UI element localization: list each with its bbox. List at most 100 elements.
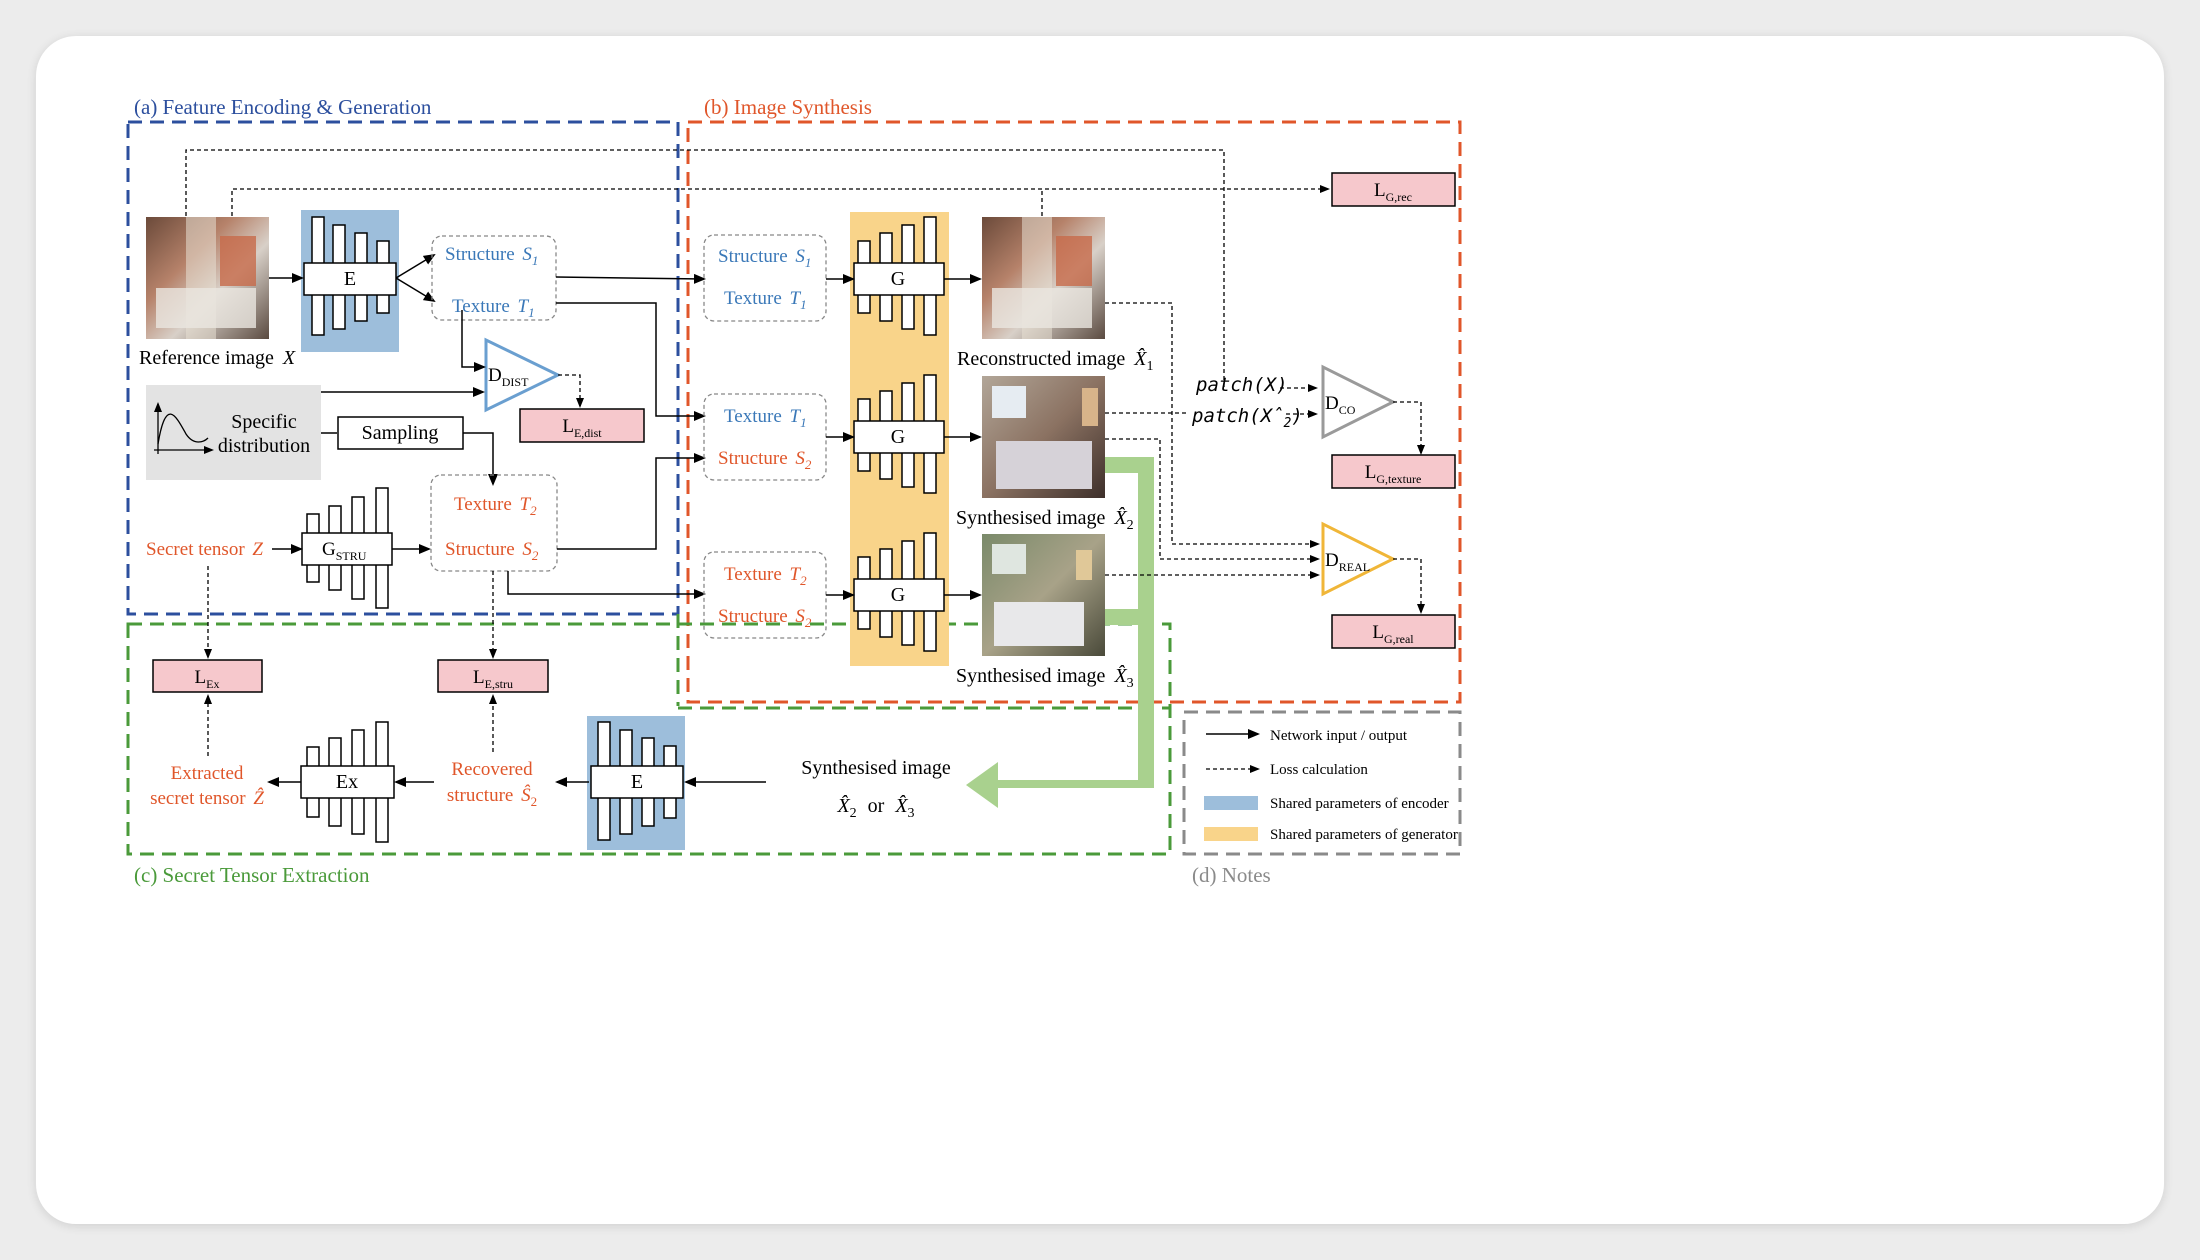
svg-text:LE,stru: LE,stru (473, 667, 513, 691)
svg-text:LE,dist: LE,dist (562, 416, 602, 440)
feature-b1-t: T (790, 288, 802, 309)
loss-g-real-box (1331, 614, 1456, 649)
recovered-symbol: Ŝ (521, 784, 531, 806)
feature-a-texture: Texture (452, 296, 510, 317)
feature-b3-structure: Structure (718, 606, 788, 627)
svg-text:Synthesised image X̂2: Synthesised image X̂2 (956, 506, 1134, 533)
svg-text:LG,rec: LG,rec (1374, 180, 1412, 204)
loss-e-dist-label: L (562, 416, 574, 437)
svg-text:Structure S2: Structure S2 (445, 539, 539, 563)
generator-box-3 (853, 578, 945, 612)
gstru-sub: STRU (336, 549, 367, 563)
d-real-sub: REAL (1339, 560, 1370, 574)
feature-b2-t: T (790, 406, 802, 427)
loss-ex-label: L (195, 667, 207, 688)
synth-any-a: X̂ (836, 794, 850, 817)
feature-b1-structure: Structure (718, 246, 788, 267)
synthesised-image-2-label: Synthesised image (956, 507, 1106, 529)
feature-b2-s: S (795, 448, 805, 469)
feature-box-s1-t1-a (431, 235, 557, 321)
svg-text:secret tensor Ẑ: secret tensor Ẑ (150, 787, 264, 809)
svg-text:LEx: LEx (195, 667, 220, 691)
loss-e-dist-sub: E,dist (574, 426, 602, 440)
feature-b1-texture: Texture (724, 288, 782, 309)
encoder-bottom-box (590, 765, 684, 799)
loss-g-real-sub: G,real (1384, 632, 1414, 646)
notes-encoder-swatch (1204, 796, 1258, 810)
loss-e-stru-label: L (473, 667, 485, 688)
encoder-bottom-label: E (631, 771, 643, 793)
feature-b1-s-sub: 1 (805, 255, 812, 270)
loss-g-texture-label: L (1365, 462, 1377, 483)
distribution-box (146, 385, 321, 480)
svg-text:DREAL: DREAL (1325, 550, 1370, 574)
extractor-box (300, 765, 395, 799)
patch-x2-pre: patch( (1191, 405, 1261, 427)
encoder-top-label: E (344, 268, 356, 290)
svg-text:Reference image X: Reference image X (139, 347, 296, 369)
section-b-frame (686, 120, 1462, 704)
loss-g-rec-box (1331, 172, 1456, 207)
d-co-label: D (1325, 393, 1339, 414)
feature-b2-t-sub: 1 (800, 415, 807, 430)
feature-a2-s: S (522, 539, 532, 560)
synth-any-line1: Synthesised image (801, 757, 951, 779)
svg-text:Structure S2: Structure S2 (718, 448, 812, 472)
distribution-curve-icon (154, 402, 214, 454)
synthesised-image-3-symbol: X̂ (1113, 664, 1127, 687)
feature-a2-texture: Texture (454, 494, 512, 515)
reconstructed-image-label: Reconstructed image (957, 348, 1125, 370)
encoder-top-box (303, 262, 397, 296)
diagram-card: (a) Feature Encoding & Generation (b) Im… (36, 36, 2164, 1224)
feature-b2-s-sub: 2 (805, 457, 812, 472)
generator-label-3: G (891, 584, 905, 606)
section-c-frame (126, 622, 1172, 856)
feature-a2-structure: Structure (445, 539, 515, 560)
synth-any-or: or (868, 795, 885, 817)
feature-b1-s: S (795, 246, 805, 267)
generator-label-1: G (891, 268, 905, 290)
svg-text:Texture T2: Texture T2 (454, 494, 537, 518)
svg-text:Synthesised image X̂3: Synthesised image X̂3 (956, 664, 1134, 691)
svg-text:LG,real: LG,real (1372, 622, 1414, 646)
svg-text:Secret tensor Z: Secret tensor Z (146, 539, 263, 560)
svg-text:Texture T1: Texture T1 (452, 296, 535, 320)
feature-a-t-sub: 1 (528, 305, 535, 320)
synthesised-image-2 (982, 376, 1105, 498)
extracted-line1: Extracted (171, 763, 244, 784)
reference-image-symbol: X (282, 347, 296, 369)
sampling-label: Sampling (362, 422, 439, 444)
patch-x2-symbol: X̂ (1259, 405, 1284, 427)
feature-b2-structure: Structure (718, 448, 788, 469)
svg-text:structure Ŝ2: structure Ŝ2 (447, 784, 537, 809)
loss-g-rec-sub: G,rec (1386, 190, 1412, 204)
secret-tensor-symbol: Z (252, 539, 263, 560)
feature-b3-texture: Texture (724, 564, 782, 585)
feature-a-t: T (518, 296, 530, 317)
feature-a-structure: Structure (445, 244, 515, 265)
d-co-sub: CO (1339, 403, 1356, 417)
section-d-frame (1182, 710, 1462, 856)
notes-item-2: Loss calculation (1270, 762, 1368, 778)
d-real-label: D (1325, 550, 1339, 571)
synthesised-image-2-sub: 2 (1127, 518, 1134, 533)
svg-text:GSTRU: GSTRU (322, 539, 367, 563)
section-b-title: (b) Image Synthesis (704, 95, 872, 119)
svg-text:Texture T1: Texture T1 (724, 406, 807, 430)
gstru-label: G (322, 539, 336, 560)
secret-tensor-label: Secret tensor (146, 539, 245, 560)
feedback-arrow (966, 457, 1154, 808)
rec-loss-line-inner (231, 185, 1330, 216)
loss-e-dist-box (519, 408, 645, 443)
loss-ex-box (152, 659, 263, 693)
patch-x-label: patch(X) (1195, 374, 1288, 396)
synth-any-b-sub: 3 (908, 806, 915, 821)
feature-box-s1-t1-b (703, 234, 827, 322)
svg-text:LG,texture: LG,texture (1365, 462, 1422, 486)
feature-b3-s: S (795, 606, 805, 627)
d-co-discriminator (1321, 364, 1397, 440)
feature-b2-texture: Texture (724, 406, 782, 427)
feature-a2-t-sub: 2 (530, 503, 537, 518)
pipeline-diagram: (a) Feature Encoding & Generation (b) Im… (126, 95, 1462, 887)
loss-ex-sub: Ex (206, 677, 219, 691)
